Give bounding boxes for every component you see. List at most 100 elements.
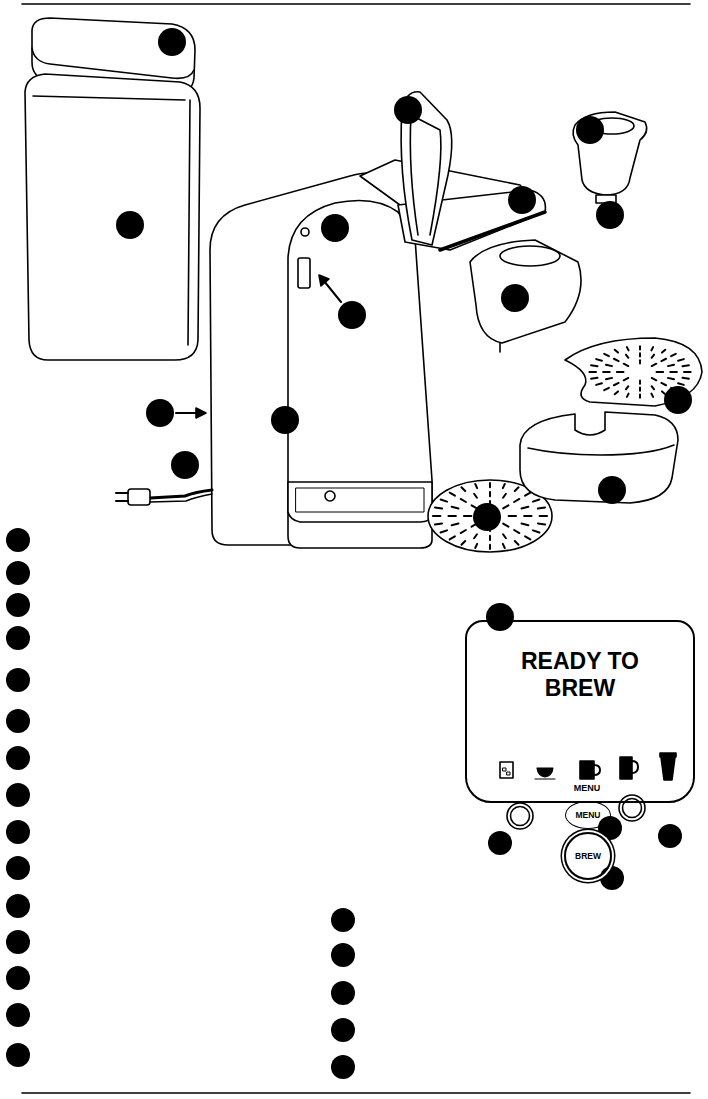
grate-slot xyxy=(452,507,459,509)
grate-slot xyxy=(514,499,519,502)
grate-slot xyxy=(524,515,531,517)
grate-slot xyxy=(441,499,447,501)
grate-slot xyxy=(591,364,597,367)
callout-dot xyxy=(116,211,144,239)
grate-slot xyxy=(503,494,506,498)
reservoir-edge xyxy=(33,96,190,345)
grate-slot xyxy=(604,354,609,356)
callout-dot xyxy=(271,406,299,434)
grate-slot xyxy=(626,386,629,389)
grate-slot xyxy=(668,378,674,379)
callout-dot xyxy=(6,966,30,990)
drip-cradle-inner xyxy=(296,488,424,512)
callout-dot xyxy=(6,856,30,880)
water-reservoir xyxy=(25,74,200,360)
callout-dot xyxy=(6,894,30,918)
callout-dot xyxy=(394,96,422,124)
bottom-rule xyxy=(22,1092,690,1094)
travel-mug-lid xyxy=(660,753,676,757)
grate-slot xyxy=(615,391,618,394)
grate-slot xyxy=(678,359,684,361)
grate-slot xyxy=(489,483,491,487)
grate-slot xyxy=(589,371,596,373)
callout-dot xyxy=(6,746,30,770)
size-button xyxy=(507,803,533,829)
plug xyxy=(128,489,150,505)
ice-cubes xyxy=(503,768,510,775)
callout-dot xyxy=(598,476,626,504)
grate-slot xyxy=(525,536,530,539)
k-cup-holder xyxy=(573,112,647,195)
grate-slot xyxy=(474,494,477,498)
grate-slot xyxy=(651,347,653,350)
callout-dot xyxy=(6,561,30,585)
callout-dot xyxy=(600,866,624,890)
callout-dot xyxy=(338,301,366,329)
grate-slot xyxy=(639,387,641,390)
tall-mug-handle xyxy=(632,761,638,773)
grate-slot xyxy=(671,354,676,356)
machine-front xyxy=(288,200,432,548)
callout-dot xyxy=(576,116,604,144)
grate-slot xyxy=(540,515,547,517)
drip-cradle xyxy=(288,482,432,522)
grate-slot xyxy=(624,364,629,366)
grate-slot xyxy=(441,530,447,532)
grate-slot xyxy=(472,505,477,508)
menu-button: MENU xyxy=(565,801,611,829)
size-button xyxy=(619,795,645,821)
callout-dot xyxy=(6,1043,30,1067)
pod-holder-spout xyxy=(499,343,501,352)
grate-slot xyxy=(614,359,619,361)
grate-slot xyxy=(596,383,602,385)
grate-slot xyxy=(461,487,465,491)
callout-dot xyxy=(6,593,30,617)
grate-slot xyxy=(489,545,491,549)
grate-slot xyxy=(450,493,455,496)
callout-dot xyxy=(508,186,536,214)
grate-slot xyxy=(606,365,612,366)
cup-icon xyxy=(535,768,555,779)
grate-slot xyxy=(450,536,455,539)
mug-handle xyxy=(594,765,600,775)
callout-dot xyxy=(321,214,349,242)
grate-slot xyxy=(614,383,619,385)
pod-holder-rim xyxy=(500,246,560,266)
grate-slot xyxy=(678,383,684,385)
size-button-ring xyxy=(511,807,530,826)
grate-slot xyxy=(606,378,612,379)
grate-slot xyxy=(617,371,624,373)
handle-inner xyxy=(410,115,441,235)
grate-slot xyxy=(591,377,597,380)
grate-slot xyxy=(624,378,629,380)
callout-dot xyxy=(158,28,186,56)
grate-slot xyxy=(661,383,666,385)
callout-dot xyxy=(331,943,355,967)
grate-slot xyxy=(652,386,655,389)
callout-dot xyxy=(6,668,30,692)
callout-dot xyxy=(596,201,624,229)
power-cord xyxy=(150,494,212,502)
callout-dot xyxy=(501,284,529,312)
callout-dot xyxy=(488,831,512,855)
grate-slot xyxy=(525,493,530,496)
grate-slot xyxy=(448,515,455,517)
grate-slot xyxy=(461,541,465,545)
brew-button: BREW xyxy=(564,832,612,880)
callout-dot xyxy=(6,1003,30,1027)
grate-slot xyxy=(538,523,545,524)
grate-slot xyxy=(626,355,629,358)
button-label: BREW xyxy=(575,851,601,861)
lid-edge xyxy=(440,212,545,250)
drip-tray xyxy=(520,412,678,503)
grate-slot xyxy=(522,524,529,526)
grate-slot xyxy=(452,524,459,526)
callout-dot xyxy=(6,709,30,733)
grate-slot xyxy=(503,534,506,538)
grate-slot xyxy=(657,371,664,373)
grate-slot xyxy=(515,487,519,491)
grate-slot xyxy=(474,534,477,538)
callout-dot xyxy=(6,930,30,954)
